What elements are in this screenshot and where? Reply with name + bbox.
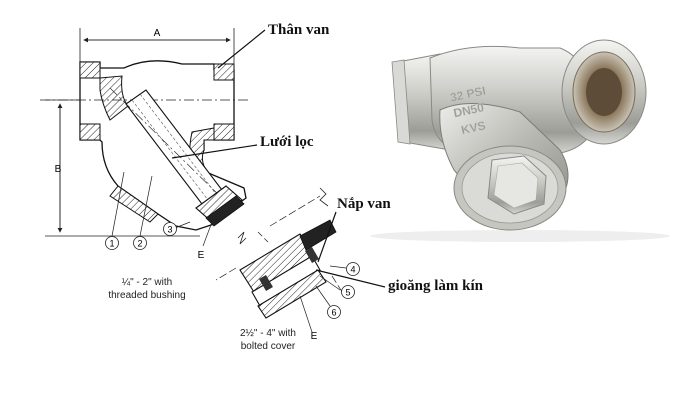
threaded-bushing-size: ¼" - 2" with [121, 277, 173, 288]
strainer-photo: 32 PSI DN50 KVS [370, 39, 670, 242]
svg-text:6: 6 [331, 308, 336, 318]
part-number-2: 2 [133, 236, 147, 250]
bolted-cover-detail [215, 187, 386, 333]
svg-text:5: 5 [345, 288, 350, 298]
svg-text:1: 1 [109, 239, 114, 249]
svg-text:4: 4 [350, 265, 355, 275]
screen-label: Lưới lọc [260, 134, 314, 150]
part-number-6: 6 [327, 305, 341, 319]
svg-text:3: 3 [167, 225, 172, 235]
body-leader [217, 29, 266, 69]
part-number-4: 4 [346, 262, 360, 276]
strainer-cross-section [40, 28, 269, 247]
threaded-bushing-text: threaded bushing [108, 290, 186, 301]
svg-text:2: 2 [137, 239, 142, 249]
screen-leader [171, 144, 258, 159]
part-number-5: 5 [341, 285, 355, 299]
dimension-e-label-right: E [311, 331, 318, 342]
part-number-1: 1 [105, 236, 119, 250]
casting-brand-text: KVS [460, 118, 487, 137]
body-label: Thân van [268, 22, 330, 38]
bolted-cover-text: bolted cover [240, 341, 296, 352]
bolted-cover-caption: 2½" - 4" with bolted cover [228, 327, 308, 353]
casting-dn-text: DN50 [452, 100, 485, 120]
bolted-cover-size: 2½" - 4" with [239, 328, 296, 339]
cover-label: Nắp van [337, 196, 391, 212]
part-number-3: 3 [163, 222, 177, 236]
dimension-e-label-left: E [198, 250, 205, 261]
dimension-a-label: A [154, 28, 161, 39]
gasket-label: gioăng làm kín [388, 278, 484, 294]
threaded-bushing-caption: ¼" - 2" with threaded bushing [92, 276, 202, 302]
dimension-b-label: B [55, 164, 62, 175]
